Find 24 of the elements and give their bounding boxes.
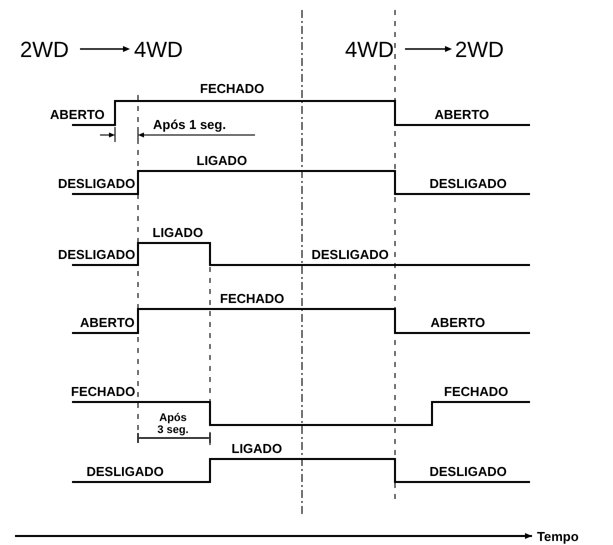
state-label: ABERTO [434, 107, 490, 122]
state-label: DESLIGADO [58, 247, 136, 262]
state-label: FECHADO [71, 384, 136, 399]
state-label: DESLIGADO [430, 464, 507, 479]
state-label: LIGADO [196, 153, 248, 168]
state-label: DESLIGADO [58, 176, 136, 191]
state-label: ABERTO [430, 315, 486, 330]
state-label: DESLIGADO [312, 247, 389, 262]
delay-label: Após 1 seg. [153, 117, 226, 132]
state-label: LIGADO [232, 441, 282, 456]
delay-label: Após 3 seg. [156, 412, 190, 436]
state-label: DESLIGADO [430, 176, 507, 191]
axis-label: Tempo [537, 529, 579, 544]
state-label: FECHADO [220, 291, 284, 306]
state-label: FECHADO [200, 81, 264, 96]
state-label: DESLIGADO [86, 464, 164, 479]
state-label: ABERTO [80, 315, 135, 330]
mode-heading: 2WD [455, 38, 504, 62]
mode-heading: 4WD [345, 38, 394, 62]
state-label: ABERTO [50, 107, 105, 122]
mode-heading: 2WD [20, 38, 69, 62]
mode-heading: 4WD [134, 38, 183, 62]
state-label: FECHADO [444, 384, 508, 399]
state-label: LIGADO [152, 225, 204, 240]
